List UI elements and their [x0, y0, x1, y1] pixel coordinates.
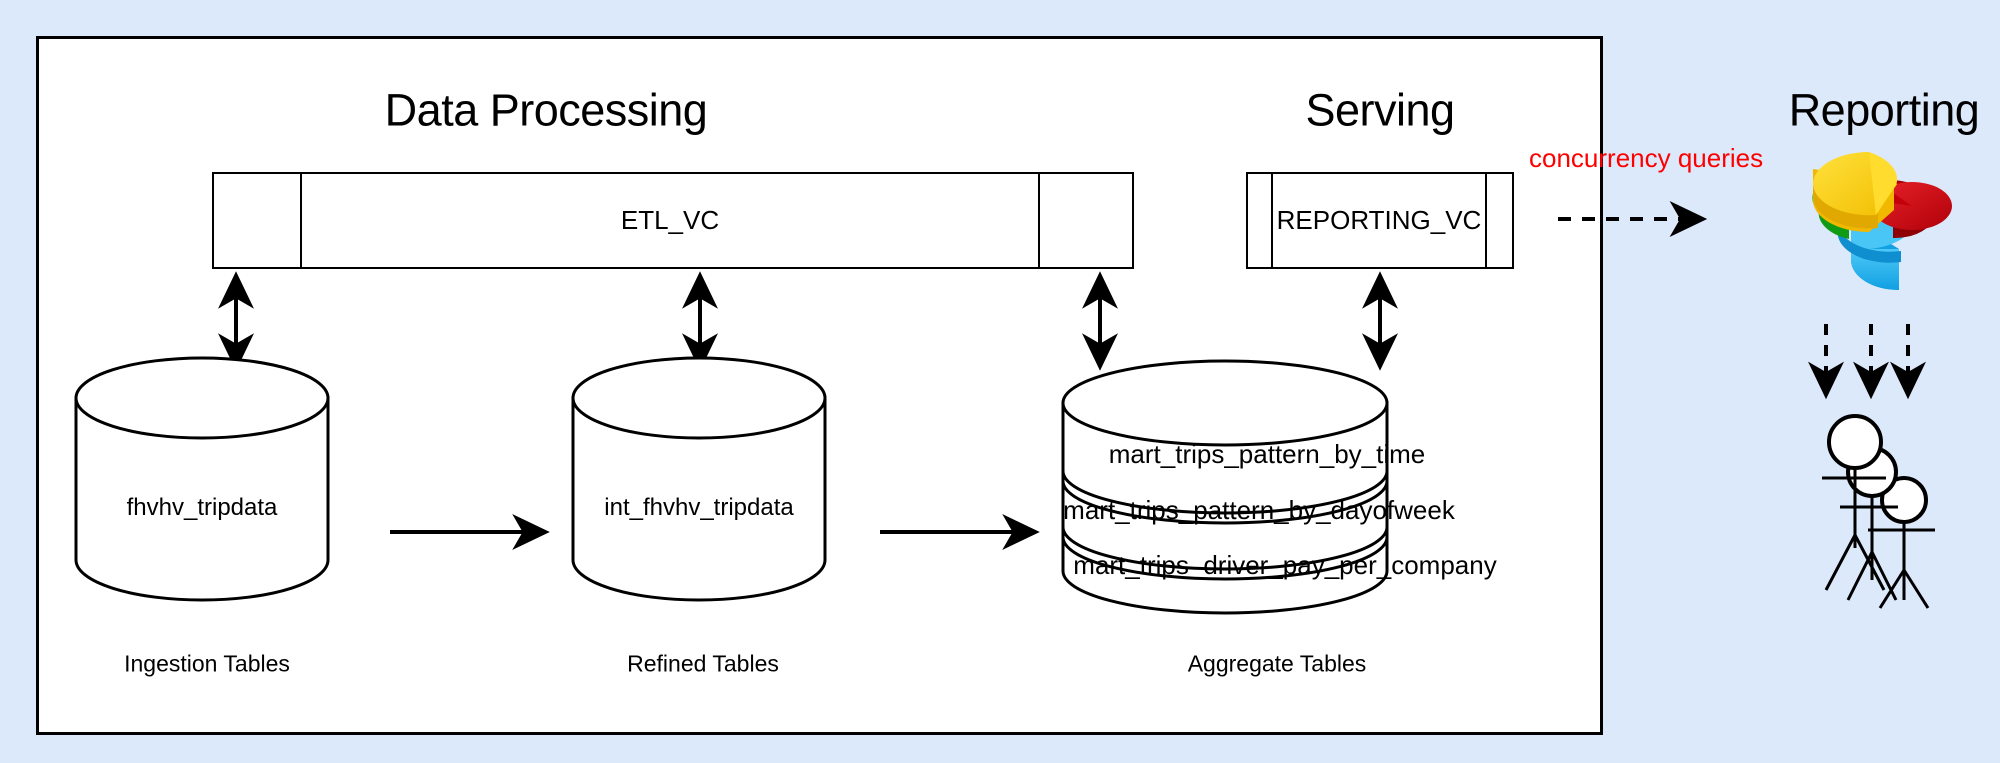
- etl-vc-segment-main: ETL_VC: [302, 174, 1040, 267]
- caption-aggregate-tables: Aggregate Tables: [1187, 650, 1367, 677]
- cylinder-stack-aggregate: [1061, 359, 1389, 615]
- concurrency-queries-label: concurrency queries: [1529, 143, 1764, 173]
- stick-figures-icon: [1822, 414, 1935, 609]
- stick-figure-3: [1868, 476, 1935, 609]
- table-label-fhvhv-tripdata: fhvhv_tripdata: [126, 494, 278, 521]
- table-label-mart-trips-driver-pay-per-company: mart_trips_driver_pay_per_company: [1073, 550, 1497, 580]
- reporting-vc-segment-main: REPORTING_VC: [1273, 174, 1487, 267]
- table-label-mart-trips-pattern-by-time: mart_trips_pattern_by_time: [1108, 439, 1426, 469]
- table-label-mart-trips-pattern-by-dayofweek: mart_trips_pattern_by_dayofweek: [1063, 495, 1455, 525]
- reporting-vc-label: REPORTING_VC: [1276, 205, 1482, 235]
- stick-figure-2: [1840, 446, 1898, 601]
- section-title-reporting: Reporting: [1788, 84, 1980, 136]
- cylinder-refined: [571, 356, 827, 602]
- pie-chart-icon: [1812, 152, 1952, 290]
- warehouse-etl-vc[interactable]: ETL_VC: [212, 172, 1134, 269]
- cylinder-ingestion: [74, 356, 330, 602]
- section-title-data-processing: Data Processing: [384, 84, 708, 136]
- reporting-vc-segment-left: [1248, 174, 1273, 267]
- etl-vc-segment-left: [214, 174, 302, 267]
- warehouse-reporting-vc[interactable]: REPORTING_VC: [1246, 172, 1514, 269]
- caption-refined-tables: Refined Tables: [627, 650, 779, 677]
- table-label-int-fhvhv-tripdata: int_fhvhv_tripdata: [604, 494, 794, 521]
- caption-ingestion-tables: Ingestion Tables: [124, 650, 290, 677]
- etl-vc-label: ETL_VC: [620, 205, 720, 235]
- section-title-serving: Serving: [1305, 84, 1455, 136]
- stick-figure-1: [1822, 414, 1886, 591]
